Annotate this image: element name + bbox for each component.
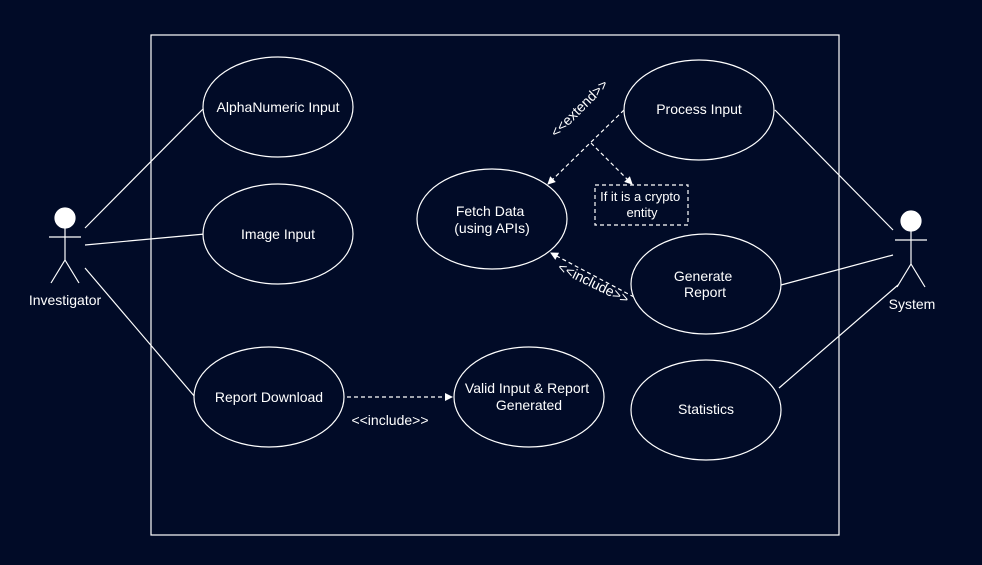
use-case-image-input-label: Image Input xyxy=(241,226,315,242)
include-fetch-arrow xyxy=(550,252,635,298)
use-case-statistics-shape xyxy=(630,359,782,461)
extend-arrow xyxy=(547,109,625,185)
associations xyxy=(84,106,899,398)
use-case-alphanumeric-input-label: AlphaNumeric Input xyxy=(217,99,340,115)
use-case-fetch-data-shape xyxy=(416,168,568,270)
use-case-process-input-label: Process Input xyxy=(656,101,742,117)
use-case-report-download: Report Download xyxy=(193,346,345,448)
use-case-valid-input-report: Valid Input & Report Generated xyxy=(453,346,605,448)
use-case-image-input: Image Input xyxy=(202,183,354,285)
actor-system-label: System xyxy=(889,296,936,312)
include-fetch-label: <<include>> xyxy=(555,259,631,307)
use-case-process-input: Process Input xyxy=(623,59,775,161)
actor-investigator-label: Investigator xyxy=(29,292,102,308)
use-case-fetch-data: Fetch Data (using APIs) xyxy=(416,168,568,270)
use-case-report-download-shape xyxy=(193,346,345,448)
actor-system: System xyxy=(889,210,936,312)
note-box xyxy=(594,184,689,226)
assoc-system-process xyxy=(774,109,894,231)
note-connector xyxy=(590,142,633,185)
assoc-investigator-alphanumeric xyxy=(84,106,206,229)
dependencies xyxy=(347,109,635,401)
use-case-process-input-shape xyxy=(623,59,775,161)
assoc-investigator-image xyxy=(84,233,206,246)
extend-label: <<extend>> xyxy=(547,76,611,140)
stick-figure-icon xyxy=(895,210,927,288)
use-case-report-download-label: Report Download xyxy=(215,389,323,405)
stick-figure-icon xyxy=(49,207,81,284)
note-line-1: If it is a crypto xyxy=(600,189,680,204)
use-case-generate-report-shape xyxy=(630,233,782,335)
use-case-alphanumeric-input-shape xyxy=(202,56,354,158)
assoc-investigator-download xyxy=(84,267,196,398)
use-case-statistics-label: Statistics xyxy=(678,401,734,417)
assoc-system-generate xyxy=(780,254,894,286)
note-text: If it is a crypto entity xyxy=(600,189,684,220)
actor-investigator: Investigator xyxy=(29,207,102,308)
system-boundary xyxy=(150,34,840,536)
use-case-generate-report-label: Generate Report xyxy=(674,268,736,300)
use-case-generate-report: Generate Report xyxy=(630,233,782,335)
use-case-valid-input-report-label: Valid Input & Report Generated xyxy=(465,380,593,413)
use-case-image-input-shape xyxy=(202,183,354,285)
assoc-system-statistics xyxy=(778,284,899,389)
use-case-valid-input-report-shape xyxy=(453,346,605,448)
use-case-statistics: Statistics xyxy=(630,359,782,461)
include-download-label: <<include>> xyxy=(351,412,428,428)
use-case-fetch-data-label: Fetch Data (using APIs) xyxy=(454,203,529,236)
use-case-alphanumeric-input: AlphaNumeric Input xyxy=(202,56,354,158)
note-line-2: entity xyxy=(626,205,658,220)
